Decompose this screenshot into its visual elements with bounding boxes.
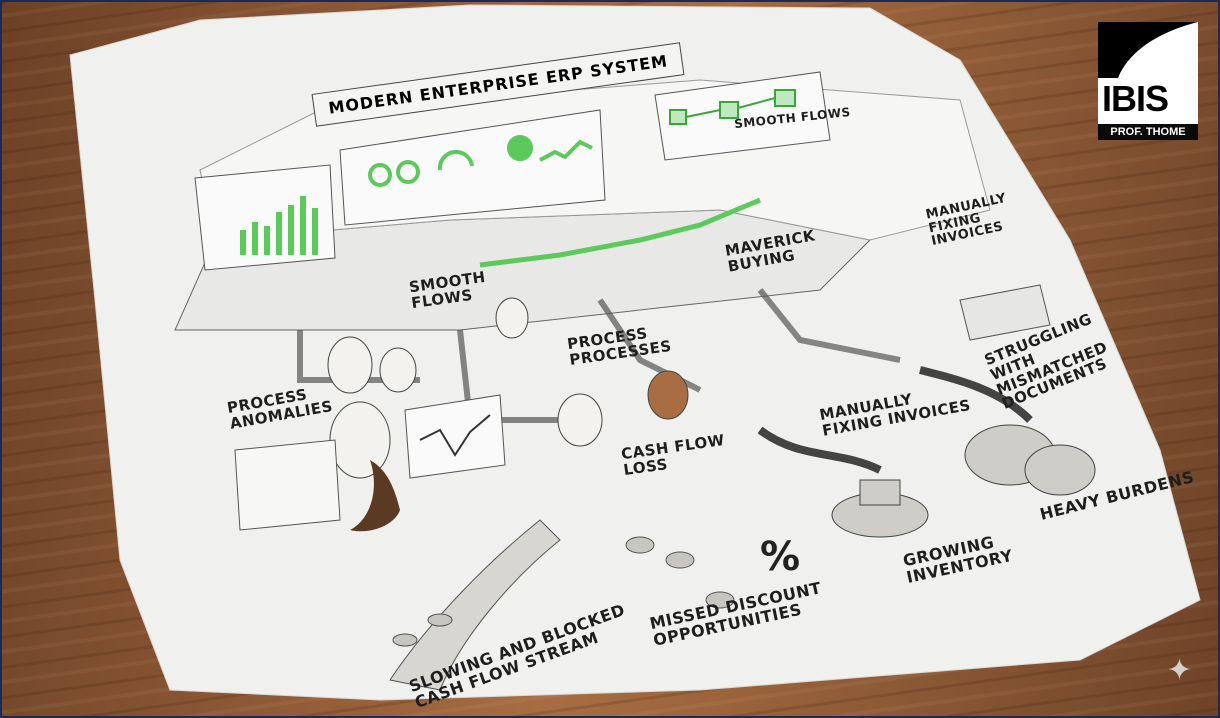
logo-subtitle: Prof. Thome bbox=[1098, 124, 1198, 140]
leaking-liquid bbox=[350, 460, 400, 532]
flow-boxes bbox=[669, 89, 796, 125]
logo-text: IBIS bbox=[1102, 78, 1169, 119]
dashboard-screen-center bbox=[339, 109, 606, 226]
coins bbox=[392, 536, 735, 647]
cracked-eggs bbox=[327, 297, 689, 479]
sketch-table bbox=[234, 439, 341, 531]
logo-swoosh-icon bbox=[1098, 22, 1198, 78]
office-desk bbox=[959, 284, 1051, 341]
arrow-to-inventory bbox=[757, 426, 882, 474]
burden-rocks bbox=[964, 424, 1096, 496]
ibis-logo: IBIS bbox=[1098, 22, 1198, 140]
inventory-pile bbox=[831, 479, 929, 538]
arrow-to-burdens bbox=[919, 366, 1033, 423]
sketch-chart bbox=[404, 394, 506, 479]
dashboard-bars bbox=[240, 196, 318, 255]
percent-symbol: % bbox=[760, 534, 800, 580]
kpi-gauges bbox=[368, 135, 593, 187]
chart-line bbox=[419, 414, 491, 457]
sparkle-icon: ✦ bbox=[1166, 653, 1192, 688]
green-floor-flow bbox=[479, 197, 761, 268]
